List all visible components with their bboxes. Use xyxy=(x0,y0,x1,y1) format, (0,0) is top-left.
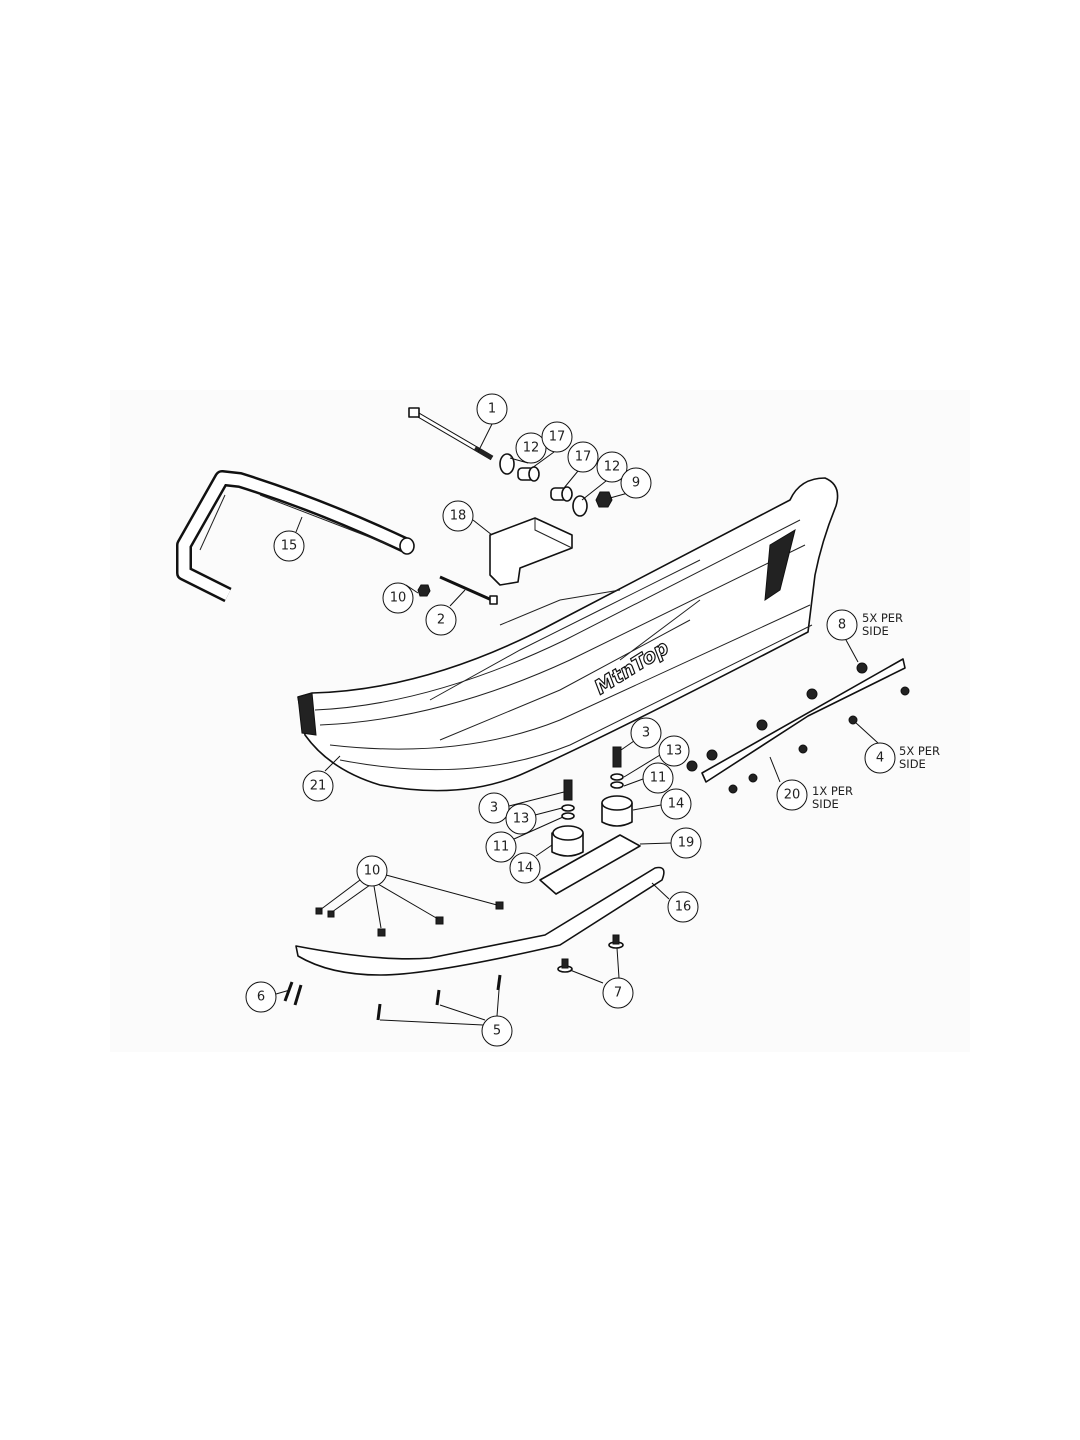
svg-text:10: 10 xyxy=(390,591,407,606)
balloon-13: 13 xyxy=(658,735,690,767)
svg-text:16: 16 xyxy=(675,900,692,915)
balloon-2: 2 xyxy=(425,604,457,636)
balloon-14: 14 xyxy=(509,852,541,884)
balloon-8: 8 xyxy=(826,609,858,641)
balloon-19: 19 xyxy=(670,827,702,859)
bushing-17 xyxy=(517,466,540,482)
svg-text:2: 2 xyxy=(437,613,445,628)
keel-16 xyxy=(295,866,665,976)
svg-text:17: 17 xyxy=(549,430,566,445)
svg-text:15: 15 xyxy=(281,539,298,554)
ski-handle xyxy=(176,470,415,603)
mount-stack-front xyxy=(601,746,633,827)
note-20-line1: 1X PER xyxy=(812,784,853,798)
svg-text:8: 8 xyxy=(838,618,846,633)
balloon-18: 18 xyxy=(442,500,474,532)
svg-text:9: 9 xyxy=(632,476,640,491)
note-8-line1: 5X PER xyxy=(862,611,903,625)
balloon-5: 5 xyxy=(481,1015,513,1047)
balloon-3: 3 xyxy=(630,717,662,749)
nut-10-set xyxy=(315,901,504,937)
washer-12b xyxy=(572,495,588,517)
svg-text:13: 13 xyxy=(513,812,530,827)
svg-text:13: 13 xyxy=(666,744,683,759)
note-4-line2: SIDE xyxy=(899,757,926,771)
bracket-19 xyxy=(539,834,641,895)
note-8-line2: SIDE xyxy=(862,624,889,638)
nut-9 xyxy=(595,491,613,508)
balloon-17: 17 xyxy=(567,441,599,473)
screw-6-set xyxy=(283,981,303,1006)
screw-4-set xyxy=(728,686,910,794)
svg-text:14: 14 xyxy=(668,797,685,812)
balloon-10: 10 xyxy=(356,855,388,887)
nut-8-set xyxy=(686,662,868,772)
balloon-13: 13 xyxy=(505,803,537,835)
svg-text:10: 10 xyxy=(364,864,381,879)
balloon-9: 9 xyxy=(620,467,652,499)
svg-text:14: 14 xyxy=(517,861,534,876)
note-20-line2: SIDE xyxy=(812,797,839,811)
balloon-7: 7 xyxy=(602,977,634,1009)
balloon-6: 6 xyxy=(245,981,277,1013)
balloon-12: 12 xyxy=(515,432,547,464)
leader-lines xyxy=(275,423,879,1026)
svg-text:11: 11 xyxy=(650,771,667,786)
svg-text:1: 1 xyxy=(488,402,496,417)
mount-stack-rear xyxy=(551,779,584,857)
bushing-17b xyxy=(550,486,573,502)
balloon-16: 16 xyxy=(667,891,699,923)
screw-7-set xyxy=(557,934,624,973)
svg-text:11: 11 xyxy=(493,840,510,855)
wear-strip-20 xyxy=(701,658,906,783)
note-4-line1: 5X PER xyxy=(899,744,940,758)
balloon-1: 1 xyxy=(476,393,508,425)
balloon-4: 4 xyxy=(864,742,896,774)
svg-text:18: 18 xyxy=(450,509,467,524)
svg-text:7: 7 xyxy=(614,986,622,1001)
balloon-17: 17 xyxy=(541,421,573,453)
svg-text:17: 17 xyxy=(575,450,592,465)
screw-5-set xyxy=(376,974,502,1021)
bolt-2 xyxy=(439,575,498,605)
ski-body: MtnTop xyxy=(297,477,839,792)
svg-text:3: 3 xyxy=(490,801,498,816)
svg-text:20: 20 xyxy=(784,788,801,803)
svg-text:21: 21 xyxy=(310,779,327,794)
balloon-10: 10 xyxy=(382,582,414,614)
svg-text:12: 12 xyxy=(604,460,621,475)
svg-text:3: 3 xyxy=(642,726,650,741)
bracket-18 xyxy=(489,517,573,586)
washer-12 xyxy=(499,453,515,475)
balloon-20: 20 xyxy=(776,779,808,811)
balloon-11: 11 xyxy=(485,831,517,863)
balloon-15: 15 xyxy=(273,530,305,562)
svg-text:12: 12 xyxy=(523,441,540,456)
svg-text:6: 6 xyxy=(257,990,265,1005)
balloon-3: 3 xyxy=(478,792,510,824)
balloon-21: 21 xyxy=(302,770,334,802)
nut-10 xyxy=(417,584,431,597)
balloon-12: 12 xyxy=(596,451,628,483)
svg-text:19: 19 xyxy=(678,836,695,851)
balloon-11: 11 xyxy=(642,762,674,794)
balloon-14: 14 xyxy=(660,788,692,820)
svg-text:4: 4 xyxy=(876,751,884,766)
svg-text:5: 5 xyxy=(493,1024,501,1039)
